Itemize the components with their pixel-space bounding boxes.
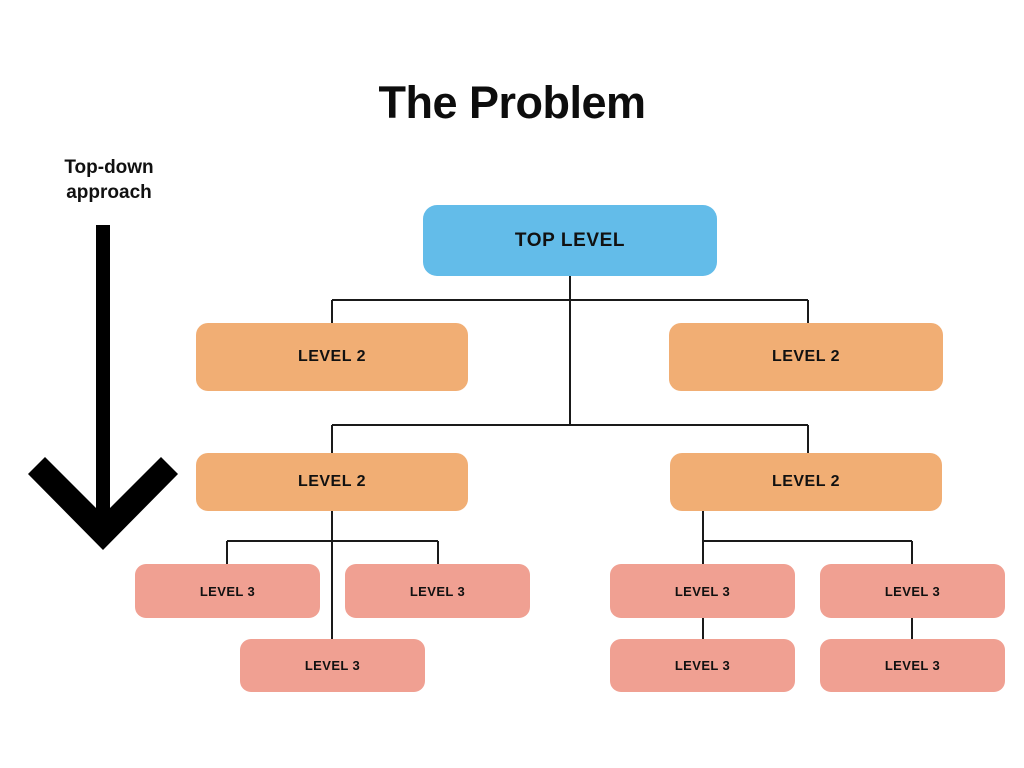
node-label: LEVEL 3 — [674, 583, 731, 599]
node-label: LEVEL 3 — [409, 583, 466, 599]
down-arrow-icon — [28, 225, 178, 550]
node-level3-7[interactable]: LEVEL 3 — [820, 639, 1005, 692]
node-label: TOP LEVEL — [514, 229, 626, 251]
node-label: LEVEL 3 — [304, 658, 361, 673]
node-level3-6[interactable]: LEVEL 3 — [610, 639, 795, 692]
top-down-annotation: Top-down approach — [14, 156, 204, 205]
node-label: LEVEL 3 — [199, 583, 256, 599]
annotation-line-2: approach — [66, 181, 152, 203]
node-level2-3[interactable]: LEVEL 2 — [196, 453, 468, 511]
page-title: The Problem — [378, 77, 646, 128]
node-label: LEVEL 3 — [674, 658, 731, 673]
node-level3-1[interactable]: LEVEL 3 — [135, 564, 320, 618]
node-top-level[interactable]: TOP LEVEL — [423, 205, 717, 276]
annotation-line-1: Top-down — [64, 157, 154, 178]
node-label: LEVEL 2 — [297, 473, 367, 490]
node-level2-2[interactable]: LEVEL 2 — [669, 323, 943, 391]
node-level3-4[interactable]: LEVEL 3 — [610, 564, 795, 618]
node-label: LEVEL 2 — [771, 348, 841, 365]
node-level3-5[interactable]: LEVEL 3 — [820, 564, 1005, 618]
node-label: LEVEL 2 — [297, 348, 367, 365]
node-label: LEVEL 3 — [884, 583, 941, 599]
node-level2-4[interactable]: LEVEL 2 — [670, 453, 942, 511]
node-label: LEVEL 2 — [771, 473, 841, 490]
node-level3-3[interactable]: LEVEL 3 — [240, 639, 425, 692]
node-level3-2[interactable]: LEVEL 3 — [345, 564, 530, 618]
node-label: LEVEL 3 — [884, 658, 941, 673]
node-level2-1[interactable]: LEVEL 2 — [196, 323, 468, 391]
